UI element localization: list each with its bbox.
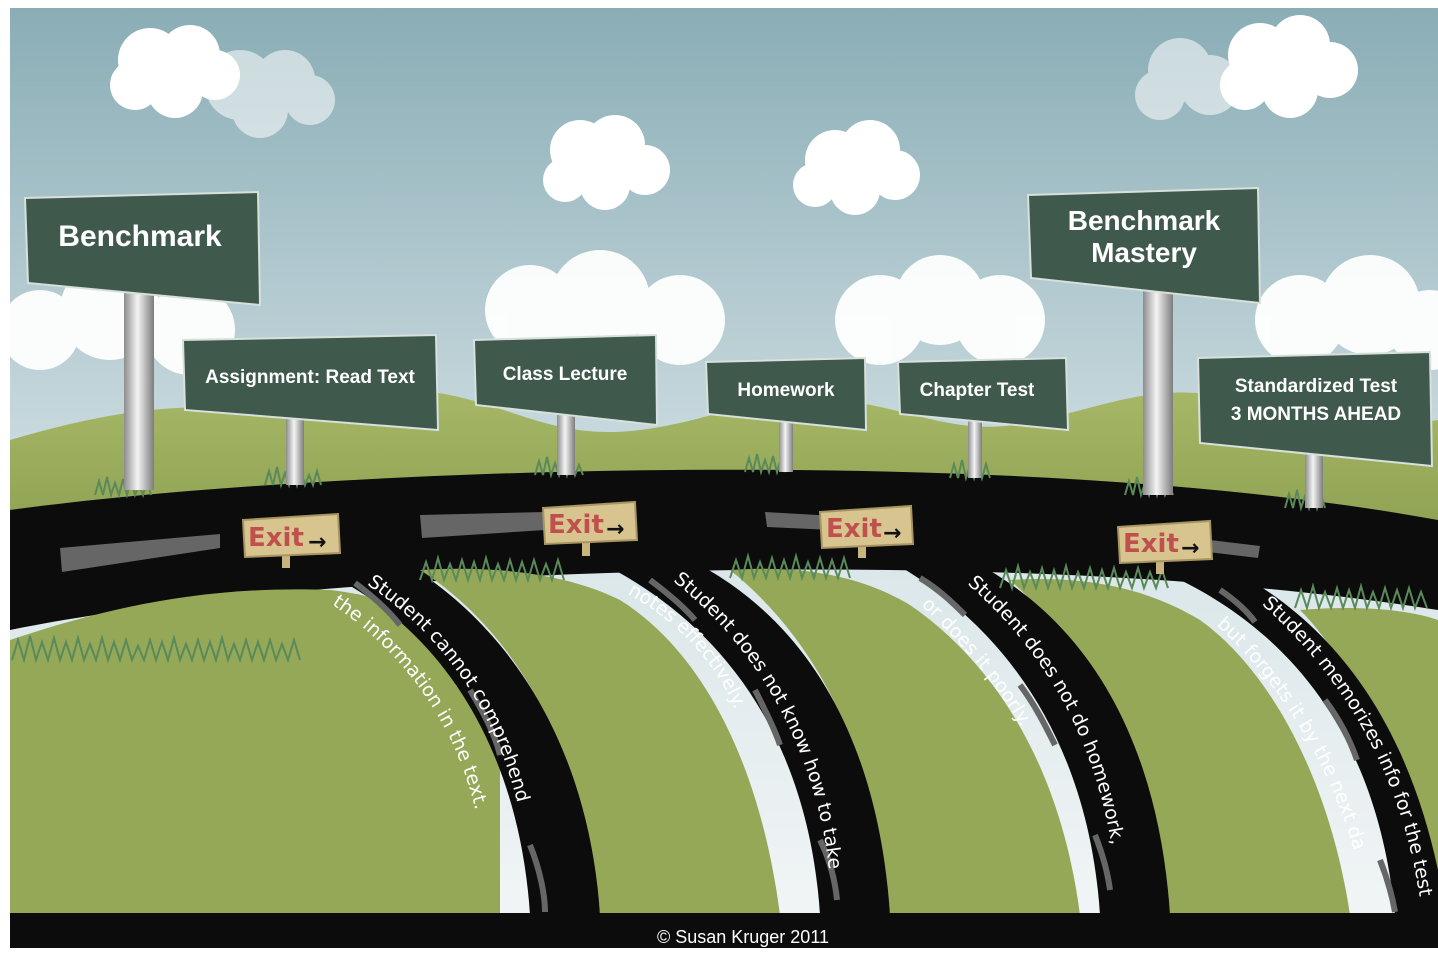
arrow-right-icon: →: [883, 521, 901, 546]
hill-4: [1010, 579, 1350, 915]
sign-assignment: Assignment: Read Text: [181, 333, 440, 432]
hill-2: [420, 568, 780, 915]
hill-3: [730, 568, 1080, 915]
sign-standardized-test: Standardized Test 3 MONTHS AHEAD: [1196, 350, 1434, 468]
exit-sign-1: Exit →: [241, 512, 342, 559]
exit-sign-4-label: Exit: [1123, 529, 1179, 559]
arrow-right-icon: →: [308, 530, 326, 555]
sign-benchmark-label: Benchmark: [58, 220, 222, 253]
exit-sign-2-label: Exit: [548, 510, 604, 540]
sign-assignment-label: Assignment: Read Text: [205, 367, 415, 388]
sign-standardized-test-label-2: 3 MONTHS AHEAD: [1231, 404, 1401, 425]
sign-class-lecture: Class Lecture: [472, 333, 659, 427]
arrow-right-icon: →: [1181, 536, 1199, 561]
main-road: [10, 469, 1438, 630]
exit-sign-4: Exit →: [1116, 519, 1214, 565]
sign-homework: Homework: [704, 356, 868, 432]
sign-homework-label: Homework: [737, 380, 835, 401]
exit-sign-3: Exit →: [818, 504, 915, 550]
exit-sign-3-label: Exit: [826, 514, 882, 544]
sign-benchmark-mastery-label-2: Mastery: [1091, 237, 1197, 268]
exit-sign-1-label: Exit: [248, 523, 304, 553]
lane-dashes: [60, 512, 1260, 572]
hill-5: [1300, 608, 1438, 915]
arrow-right-icon: →: [606, 517, 624, 542]
sign-chapter-test-label: Chapter Test: [920, 380, 1035, 401]
exit-sign-2: Exit →: [541, 500, 639, 546]
copyright-text: © Susan Kruger 2011: [657, 927, 829, 947]
sign-poles: [124, 290, 1323, 574]
sign-chapter-test: Chapter Test: [896, 356, 1070, 432]
sign-standardized-test-label-1: Standardized Test: [1235, 376, 1398, 397]
sign-class-lecture-label: Class Lecture: [503, 364, 628, 385]
sign-benchmark-mastery-label-1: Benchmark: [1068, 205, 1221, 236]
exit-roads: [320, 555, 1438, 915]
sign-benchmark-mastery: Benchmark Mastery: [1026, 186, 1262, 305]
exit-lane-dashes: [353, 575, 1398, 913]
sign-benchmark: Benchmark: [23, 190, 262, 307]
foreground-hills: [10, 589, 500, 915]
footer-bar: [10, 913, 1438, 948]
